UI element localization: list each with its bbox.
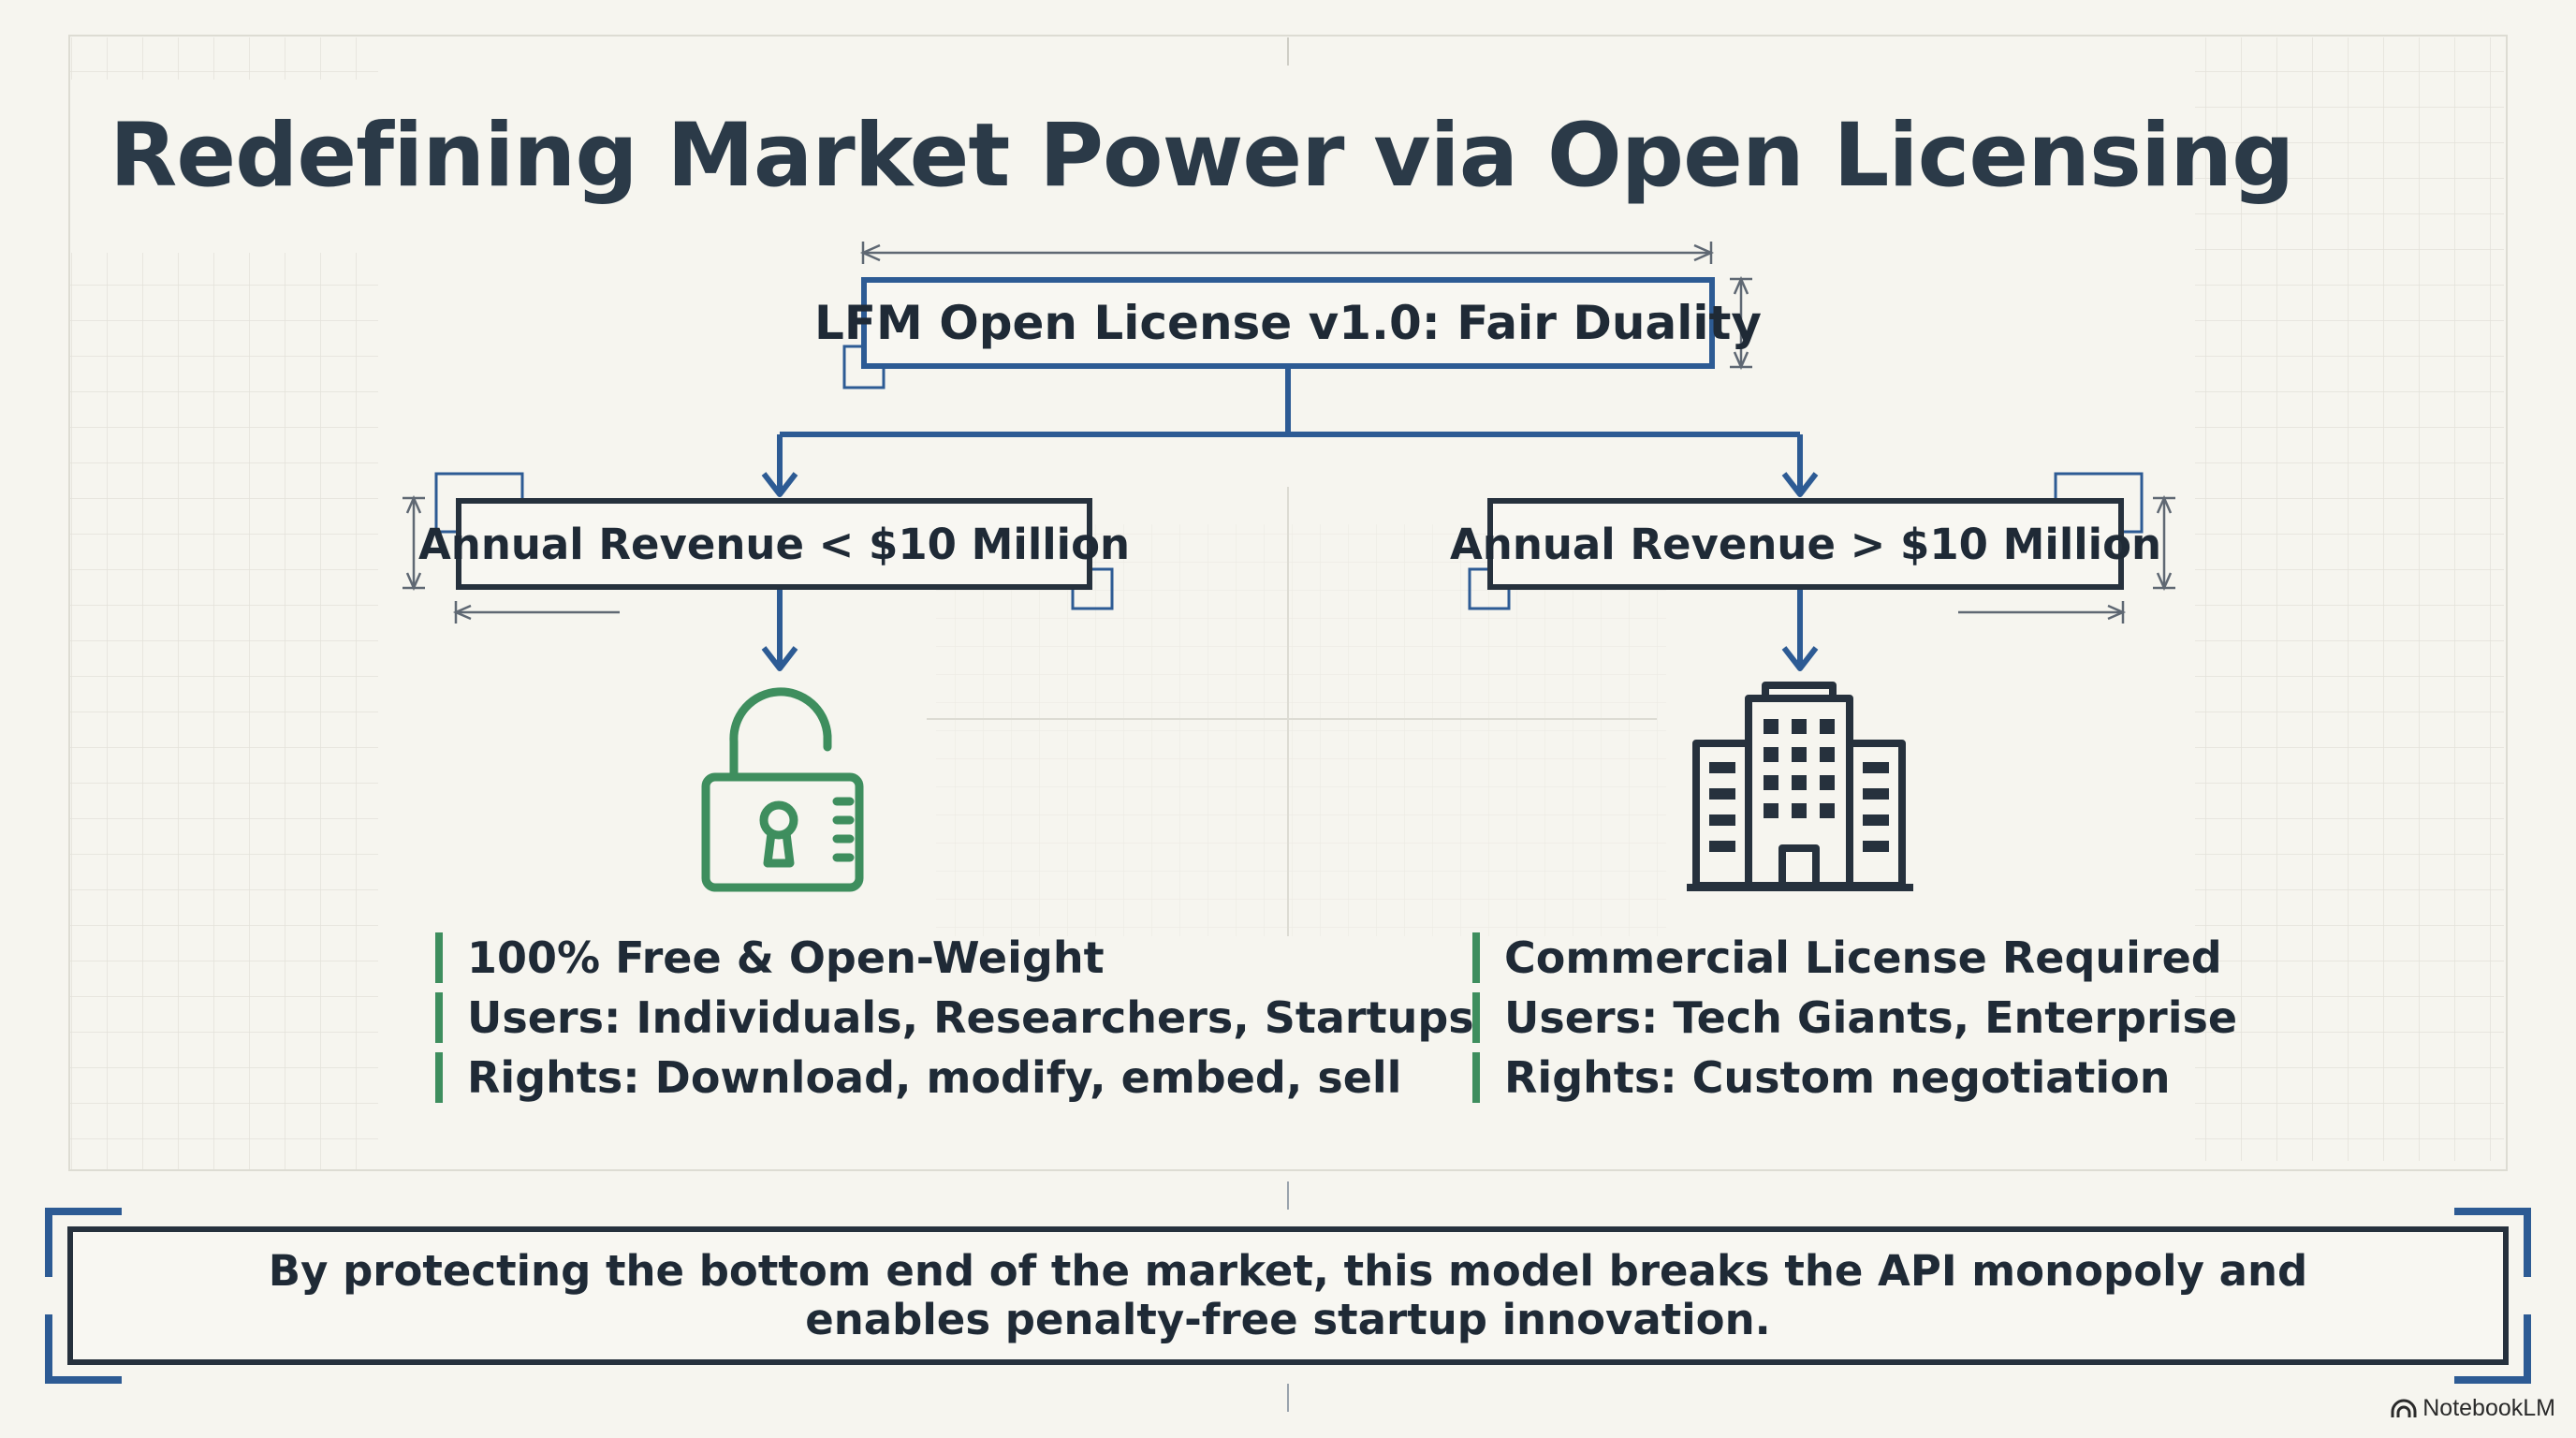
page-title: Redefining Market Power via Open Licensi… bbox=[110, 105, 2294, 207]
list-item: Rights: Download, modify, embed, sell bbox=[435, 1052, 1474, 1103]
large-revenue-bullets: Commercial License Required Users: Tech … bbox=[1472, 932, 2237, 1112]
list-item: Commercial License Required bbox=[1472, 932, 2237, 983]
small-revenue-bullets: 100% Free & Open-Weight Users: Individua… bbox=[435, 932, 1474, 1112]
brand-label: NotebookLM bbox=[2422, 1395, 2555, 1421]
summary-line-1: By protecting the bottom end of the mark… bbox=[268, 1246, 2308, 1296]
root-license-box: LFM Open License v1.0: Fair Duality bbox=[814, 277, 1762, 369]
unlocked-padlock-icon bbox=[701, 687, 864, 892]
brand-watermark: NotebookLM bbox=[2391, 1395, 2555, 1422]
branch-large-revenue: Annual Revenue > $10 Million bbox=[1450, 498, 2161, 590]
office-building-icon bbox=[1687, 682, 1913, 891]
list-item: Users: Individuals, Researchers, Startup… bbox=[435, 992, 1474, 1043]
branch-small-revenue: Annual Revenue < $10 Million bbox=[418, 498, 1130, 590]
list-item: Users: Tech Giants, Enterprise bbox=[1472, 992, 2237, 1043]
summary-callout: By protecting the bottom end of the mark… bbox=[67, 1226, 2509, 1365]
list-item: Rights: Custom negotiation bbox=[1472, 1052, 2237, 1103]
notebooklm-logo-icon bbox=[2391, 1399, 2417, 1417]
list-item: 100% Free & Open-Weight bbox=[435, 932, 1474, 983]
summary-line-2: enables penalty-free startup innovation. bbox=[805, 1295, 1771, 1344]
